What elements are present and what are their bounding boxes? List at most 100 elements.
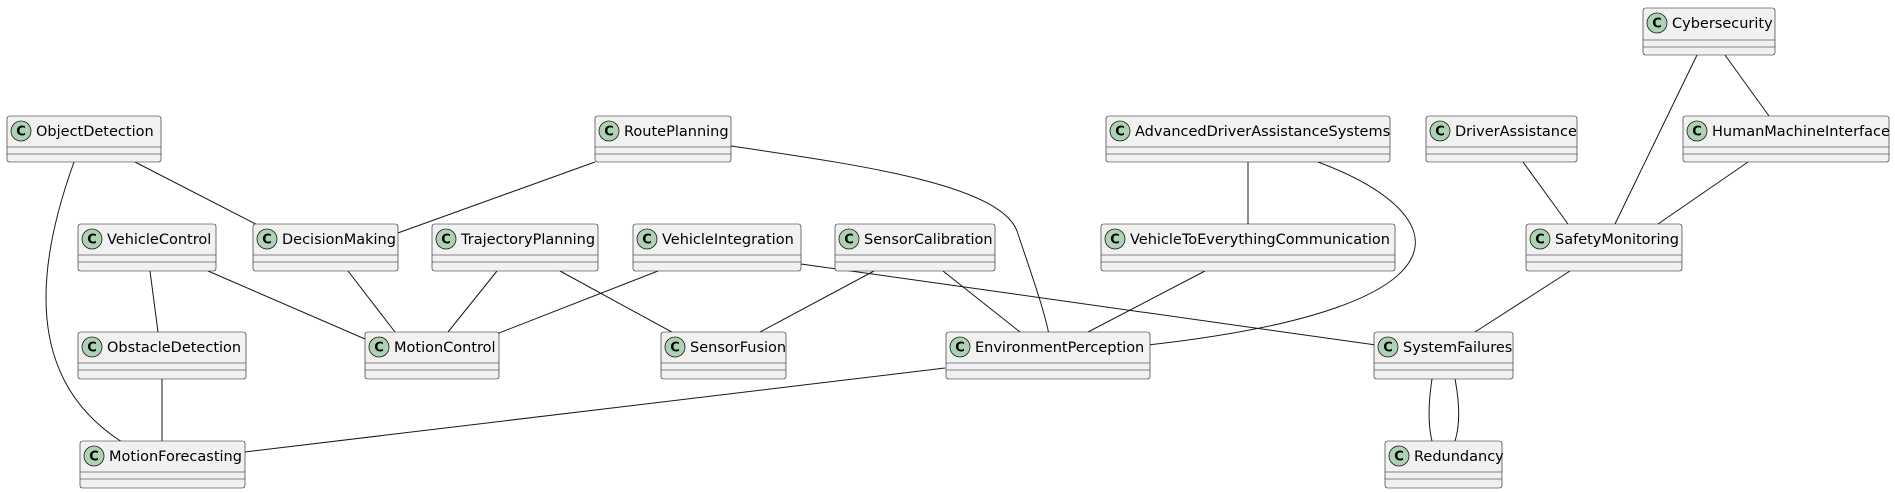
class-badge-glyph: C <box>604 125 614 140</box>
class-sensorfusion: C SensorFusion <box>660 331 787 380</box>
associations <box>45 54 1770 453</box>
class-environmentperception: C EnvironmentPerception <box>945 331 1151 380</box>
class-badge-glyph: C <box>1383 341 1393 356</box>
class-name-cybersecurity: Cybersecurity <box>1672 16 1773 32</box>
class-name-redundancy: Redundancy <box>1414 449 1504 465</box>
class-badge-icon <box>598 120 620 142</box>
edge-objectdetection-decisionmaking <box>134 161 276 235</box>
class-humanmachineinterface: C HumanMachineInterface <box>1682 115 1890 163</box>
edge-adas-environmentperception <box>1147 161 1416 346</box>
class-name-motionforecasting: MotionForecasting <box>109 449 242 465</box>
class-name-safetymonitoring: SafetyMonitoring <box>1555 232 1679 248</box>
class-name-humanmachineinterface: HumanMachineInterface <box>1712 124 1890 140</box>
class-badge-icon <box>1529 228 1551 250</box>
class-badge-icon <box>81 336 103 358</box>
class-badge-glyph: C <box>1115 125 1125 140</box>
class-safetymonitoring: C SafetyMonitoring <box>1525 223 1683 272</box>
class-badge-icon <box>838 228 860 250</box>
class-badge-icon <box>256 228 278 250</box>
class-badge-icon <box>1377 336 1399 358</box>
class-badge-icon <box>81 228 103 250</box>
class-name-decisionmaking: DecisionMaking <box>282 232 396 248</box>
class-name-environmentperception: EnvironmentPerception <box>975 340 1144 356</box>
class-badge-glyph: C <box>670 341 680 356</box>
class-badge-glyph: C <box>1692 125 1702 140</box>
class-badge-glyph: C <box>1110 233 1120 248</box>
edge-vehicleintegration-systemfailures <box>800 263 1377 346</box>
class-name-sensorfusion: SensorFusion <box>690 340 786 356</box>
class-badge-icon <box>949 336 971 358</box>
class-badge-icon <box>435 228 457 250</box>
class-name-vehicleintegration: VehicleIntegration <box>662 232 794 248</box>
class-name-motioncontrol: MotionControl <box>394 340 496 356</box>
edge-cybersecurity-hmi <box>1724 54 1770 117</box>
class-badge-icon <box>368 336 390 358</box>
edge-cybersecurity-safetymonitoring <box>1614 54 1698 225</box>
class-sensorcalibration: C SensorCalibration <box>834 223 996 272</box>
class-badge-glyph: C <box>1394 450 1404 465</box>
class-motioncontrol: C MotionControl <box>364 331 500 380</box>
class-badge-glyph: C <box>642 233 652 248</box>
class-badge-icon <box>1104 228 1126 250</box>
class-badge-glyph: C <box>955 341 965 356</box>
class-badge-icon <box>1109 120 1131 142</box>
edge-vehiclecontrol-obstacledetection <box>149 270 159 333</box>
class-v2x: C VehicleToEverythingCommunication <box>1100 223 1396 272</box>
class-routeplanning: C RoutePlanning <box>594 115 732 163</box>
class-name-systemfailures: SystemFailures <box>1403 340 1512 356</box>
class-decisionmaking: C DecisionMaking <box>252 223 399 272</box>
edge-vehiclecontrol-motioncontrol <box>207 270 373 343</box>
edge-vehicleintegration-motioncontrol <box>475 270 659 343</box>
class-name-vehiclecontrol: VehicleControl <box>107 232 211 248</box>
class-driverassistance: C DriverAssistance <box>1425 115 1578 163</box>
class-redundancy: C Redundancy <box>1384 440 1504 489</box>
edge-v2x-environmentperception <box>1087 270 1206 333</box>
class-name-obstacledetection: ObstacleDetection <box>107 340 241 356</box>
class-name-v2x: VehicleToEverythingCommunication <box>1130 232 1390 248</box>
edge-sensorcalibration-sensorfusion <box>759 270 875 333</box>
class-objectdetection: C ObjectDetection <box>6 115 162 163</box>
class-vehiclecontrol: C VehicleControl <box>77 223 217 272</box>
edge-objectdetection-motionforecasting <box>45 161 123 443</box>
edge-trajectoryplanning-sensorfusion <box>559 270 691 343</box>
edge-trajectoryplanning-motioncontrol <box>447 270 498 333</box>
class-vehicleintegration: C VehicleIntegration <box>632 223 802 272</box>
class-name-objectdetection: ObjectDetection <box>36 124 154 140</box>
edge-safetymonitoring-systemfailures <box>1474 270 1571 333</box>
class-name-sensorcalibration: SensorCalibration <box>864 232 993 248</box>
class-badge-icon <box>1646 12 1668 34</box>
class-badge-glyph: C <box>87 341 97 356</box>
class-cybersecurity: C Cybersecurity <box>1642 7 1776 56</box>
class-badge-icon <box>1388 445 1410 467</box>
edge-systemfailures-redundancy-b <box>1454 378 1460 442</box>
class-adas: C AdvancedDriverAssistanceSystems <box>1105 115 1391 163</box>
class-badge-glyph: C <box>441 233 451 248</box>
class-name-routeplanning: RoutePlanning <box>624 124 729 140</box>
class-badge-glyph: C <box>1535 233 1545 248</box>
class-name-adas: AdvancedDriverAssistanceSystems <box>1135 124 1390 140</box>
class-badge-icon <box>10 120 32 142</box>
class-badge-glyph: C <box>87 233 97 248</box>
edge-routeplanning-decisionmaking <box>394 161 596 235</box>
edge-routeplanning-environmentperception <box>730 145 1051 343</box>
class-badge-icon <box>1686 120 1708 142</box>
class-badge-glyph: C <box>89 450 99 465</box>
class-badge-glyph: C <box>374 341 384 356</box>
class-trajectoryplanning: C TrajectoryPlanning <box>431 223 599 272</box>
class-badge-icon <box>636 228 658 250</box>
class-badge-icon <box>664 336 686 358</box>
class-motionforecasting: C MotionForecasting <box>79 440 246 489</box>
class-name-driverassistance: DriverAssistance <box>1455 124 1577 140</box>
class-obstacledetection: C ObstacleDetection <box>77 331 247 380</box>
class-badge-glyph: C <box>1652 17 1662 32</box>
class-badge-glyph: C <box>262 233 272 248</box>
class-badge-glyph: C <box>1435 125 1445 140</box>
edge-hmi-safetymonitoring <box>1657 161 1749 225</box>
class-badge-glyph: C <box>16 125 26 140</box>
class-systemfailures: C SystemFailures <box>1373 331 1514 380</box>
edge-decisionmaking-motioncontrol <box>347 270 396 333</box>
edge-systemfailures-redundancy-a <box>1428 378 1433 442</box>
edge-driverassistance-safetymonitoring <box>1522 161 1569 225</box>
class-badge-icon <box>1429 120 1451 142</box>
